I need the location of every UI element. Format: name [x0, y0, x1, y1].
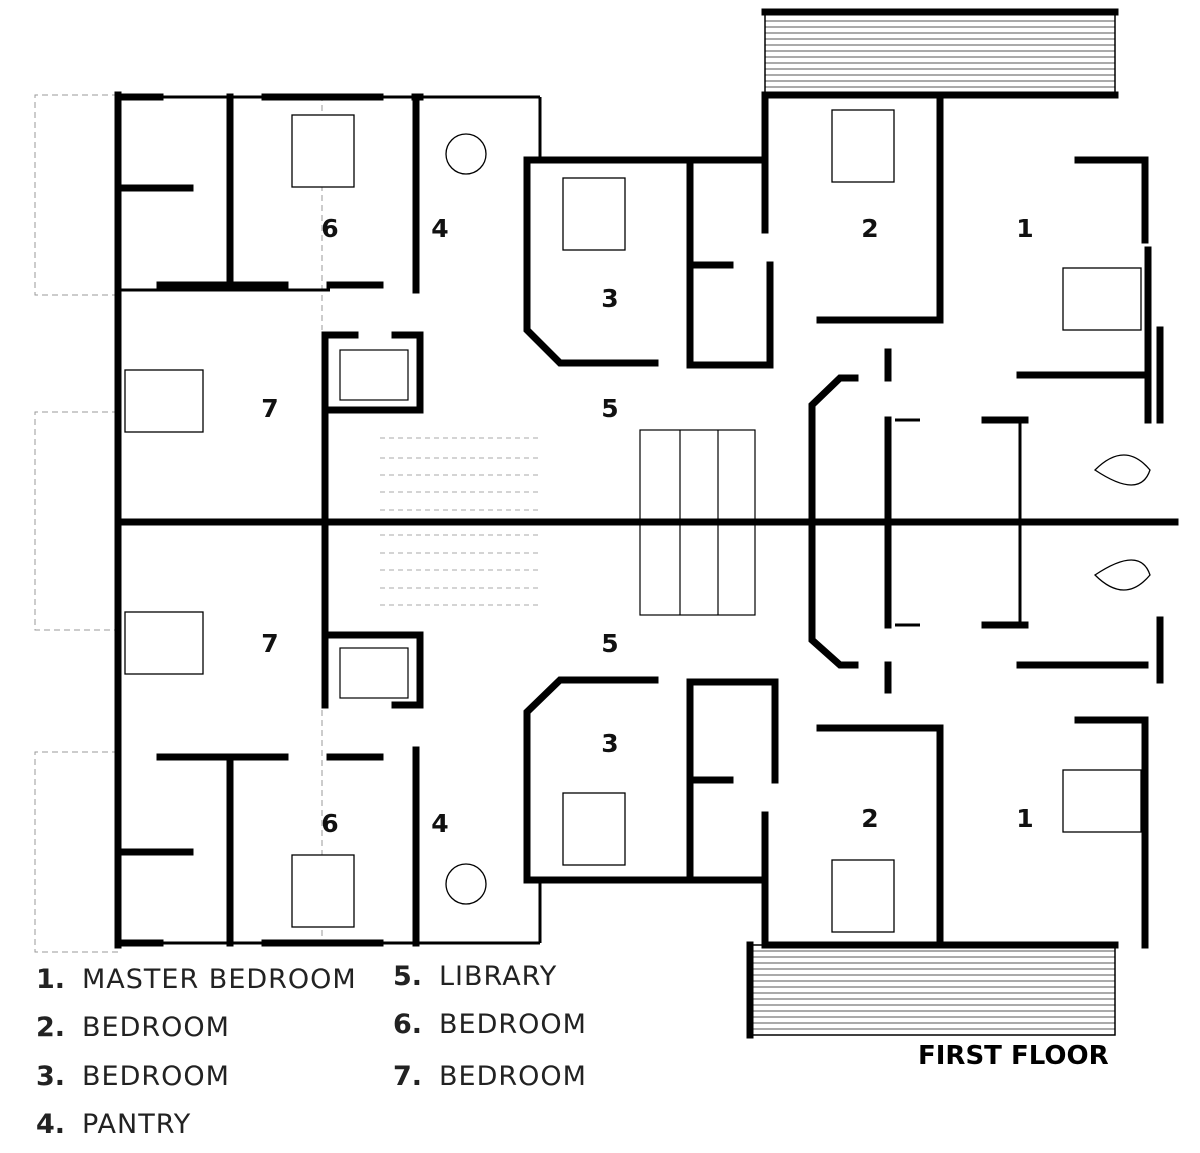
- dining-tables: [445, 133, 1151, 905]
- legend: 1. MASTER BEDROOM 2. BEDROOM 3. BEDROOM …: [36, 961, 587, 1140]
- legend-number: 6.: [393, 1009, 422, 1040]
- legend-number: 7.: [393, 1061, 422, 1092]
- legend-label: BEDROOM: [439, 1009, 587, 1040]
- stairs: [380, 429, 756, 616]
- legend-number: 2.: [36, 1012, 65, 1043]
- room-labels-lower: 7 5 3 6 4 2 1: [261, 629, 1033, 838]
- room-label: 2: [861, 214, 878, 243]
- legend-number: 4.: [36, 1109, 65, 1140]
- room-label: 5: [601, 394, 618, 423]
- room-label: 1: [1016, 214, 1033, 243]
- walls: [114, 91, 1179, 949]
- plan-title: FIRST FLOOR: [918, 1041, 1109, 1071]
- room-label: 2: [861, 804, 878, 833]
- room-label: 3: [601, 284, 618, 313]
- room-label: 7: [261, 394, 278, 423]
- legend-label: BEDROOM: [82, 1012, 230, 1043]
- room-label: 1: [1016, 804, 1033, 833]
- deck-bottom: [746, 941, 1116, 1039]
- legend-number: 5.: [393, 961, 422, 992]
- beds: [124, 109, 1142, 933]
- room-label: 6: [321, 214, 338, 243]
- legend-label: LIBRARY: [439, 961, 557, 992]
- room-label: 5: [601, 629, 618, 658]
- room-label: 6: [321, 809, 338, 838]
- room-label: 3: [601, 729, 618, 758]
- legend-label: MASTER BEDROOM: [82, 964, 357, 995]
- room-label: 4: [431, 809, 448, 838]
- legend-number: 3.: [36, 1061, 65, 1092]
- room-labels-upper: 6 4 3 2 1 7 5: [261, 214, 1033, 423]
- room-label: 4: [431, 214, 448, 243]
- legend-number: 1.: [36, 964, 65, 995]
- room-label: 7: [261, 629, 278, 658]
- legend-label: PANTRY: [82, 1109, 191, 1140]
- legend-label: BEDROOM: [439, 1061, 587, 1092]
- legend-label: BEDROOM: [82, 1061, 230, 1092]
